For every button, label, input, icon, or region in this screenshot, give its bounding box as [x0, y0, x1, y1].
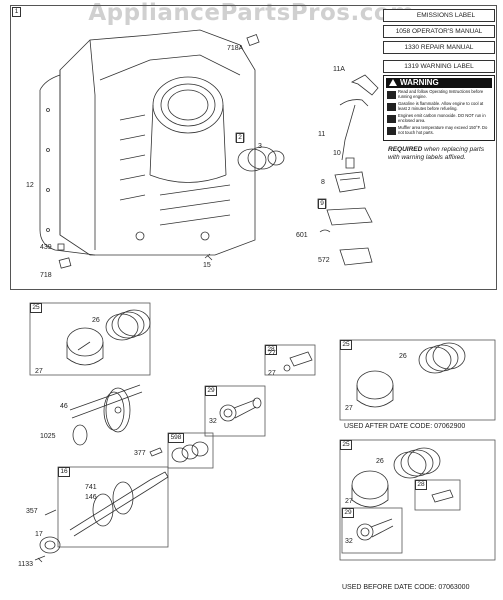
part-label-1133[interactable]: 1133 — [18, 561, 34, 568]
ring-598[interactable] — [171, 441, 209, 463]
repair-manual-item[interactable]: 1330 REPAIR MANUAL — [383, 41, 495, 54]
part-label-11[interactable]: 11 — [318, 131, 326, 138]
warning-triangle-icon — [389, 79, 397, 86]
warning-line-2: Gasoline is flammable. Allow engine to c… — [398, 101, 484, 111]
part-label-3[interactable]: 3 — [258, 143, 262, 150]
required-note-bold: REQUIRED — [388, 146, 423, 153]
pin-before[interactable] — [431, 489, 454, 503]
key-377[interactable] — [149, 447, 163, 457]
group-tag-piston-before[interactable]: 25 — [340, 440, 352, 450]
part-label-377[interactable]: 377 — [134, 450, 146, 457]
part-label-26b[interactable]: 26 — [399, 353, 407, 360]
group-tag-main[interactable]: 1 — [12, 7, 21, 17]
part-label-26a[interactable]: 26 — [92, 317, 100, 324]
part-label-146[interactable]: 146 — [85, 494, 97, 501]
screw-357[interactable] — [44, 509, 57, 516]
gear-icon — [114, 406, 122, 414]
group-tag-pin[interactable]: 28 — [265, 345, 277, 355]
operators-manual-item[interactable]: 1058 OPERATOR'S MANUAL — [383, 25, 495, 38]
part-label-8[interactable]: 8 — [321, 179, 325, 186]
piston-left[interactable] — [66, 327, 104, 366]
part-label-10[interactable]: 10 — [333, 150, 341, 157]
main-assembly-frame — [10, 5, 497, 290]
camshaft[interactable] — [69, 384, 143, 446]
bearing-17[interactable] — [39, 536, 61, 554]
group-tag-rod-before[interactable]: 29 — [342, 508, 354, 518]
part-label-26c[interactable]: 26 — [376, 458, 384, 465]
piston-rings-left[interactable] — [105, 309, 151, 341]
piston-before[interactable] — [351, 470, 389, 508]
crankcase-block[interactable] — [39, 29, 256, 256]
group-tag-gasket[interactable]: 9 — [318, 199, 326, 209]
part-label-46[interactable]: 46 — [60, 403, 68, 410]
part-label-27e[interactable]: 27 — [345, 498, 353, 505]
part-label-27b[interactable]: 27 — [268, 350, 276, 357]
group-tag-ring-set[interactable]: 2 — [236, 133, 244, 143]
part-label-27c[interactable]: 27 — [268, 370, 276, 377]
exhaust-icon — [387, 115, 396, 123]
group-tag-rod[interactable]: 29 — [205, 386, 217, 396]
gasket-9[interactable] — [326, 207, 373, 226]
part-label-32b[interactable]: 32 — [345, 538, 353, 545]
part-label-439[interactable]: 439 — [40, 244, 52, 251]
warning-line-4: Muffler area temperature may exceed 150°… — [398, 125, 488, 135]
dowel-718[interactable] — [58, 257, 72, 269]
hot-surface-icon — [387, 127, 396, 135]
part-label-11A[interactable]: 11A — [333, 66, 345, 73]
warning-label-graphic[interactable]: WARNING Read and follow Operating Instru… — [383, 75, 495, 141]
part-label-357[interactable]: 357 — [26, 508, 38, 515]
connecting-rod[interactable] — [219, 397, 262, 422]
part-label-15[interactable]: 15 — [203, 262, 211, 269]
piston-rings-before[interactable] — [393, 447, 441, 479]
warning-heading: WARNING — [386, 78, 492, 88]
screw-1133[interactable] — [34, 555, 46, 563]
bracket-572[interactable] — [339, 247, 373, 266]
part-label-32a[interactable]: 32 — [209, 418, 217, 425]
crankshaft[interactable] — [69, 471, 169, 537]
date-code-after: USED AFTER DATE CODE: 07062900 — [344, 423, 466, 430]
clip-601[interactable] — [319, 229, 331, 233]
group-tag-598[interactable]: 598 — [168, 433, 184, 443]
piston-after[interactable] — [356, 370, 394, 408]
ring-set-2[interactable] — [237, 146, 285, 172]
group-tag-piston-after[interactable]: 25 — [340, 340, 352, 350]
part-label-27d[interactable]: 27 — [345, 405, 353, 412]
watermark-text: AppliancePartsPros.com — [88, 0, 415, 26]
required-note-text: when replacing parts with warning labels… — [388, 146, 485, 161]
breather-assembly[interactable] — [334, 157, 366, 193]
part-label-27a[interactable]: 27 — [35, 368, 43, 375]
manual-book-icon — [387, 91, 396, 99]
part-label-718A[interactable]: 718A — [227, 45, 244, 52]
screw-15[interactable] — [204, 253, 213, 261]
part-label-572[interactable]: 572 — [318, 257, 330, 264]
part-label-1025[interactable]: 1025 — [40, 433, 56, 440]
part-label-17[interactable]: 17 — [35, 531, 43, 538]
warning-line-1: Read and follow Operating Instructions b… — [398, 89, 484, 99]
emissions-label-item[interactable]: EMISSIONS LABEL — [383, 9, 495, 22]
warning-label-item[interactable]: 1319 WARNING LABEL — [383, 60, 495, 73]
part-label-718[interactable]: 718 — [40, 272, 52, 279]
part-label-741[interactable]: 741 — [85, 484, 97, 491]
dipstick-tube[interactable] — [339, 74, 379, 161]
warning-line-3: Engines emit carbon monoxide. DO NOT run… — [398, 113, 486, 123]
dowel-718A[interactable] — [246, 34, 260, 46]
required-note: REQUIRED when replacing parts with warni… — [388, 146, 496, 162]
part-label-12[interactable]: 12 — [26, 182, 34, 189]
group-tag-crank[interactable]: 16 — [58, 467, 70, 477]
plug-439[interactable] — [57, 243, 65, 251]
rod-before[interactable] — [356, 518, 394, 541]
piston-rings-after[interactable] — [418, 342, 466, 374]
warning-heading-text: WARNING — [400, 78, 439, 87]
group-tag-pin-before[interactable]: 28 — [415, 480, 427, 490]
part-label-601[interactable]: 601 — [296, 232, 308, 239]
flame-icon — [387, 103, 396, 111]
date-code-before: USED BEFORE DATE CODE: 07063000 — [342, 584, 470, 591]
piston-pin[interactable] — [283, 351, 313, 372]
group-tag-piston-left[interactable]: 25 — [30, 303, 42, 313]
